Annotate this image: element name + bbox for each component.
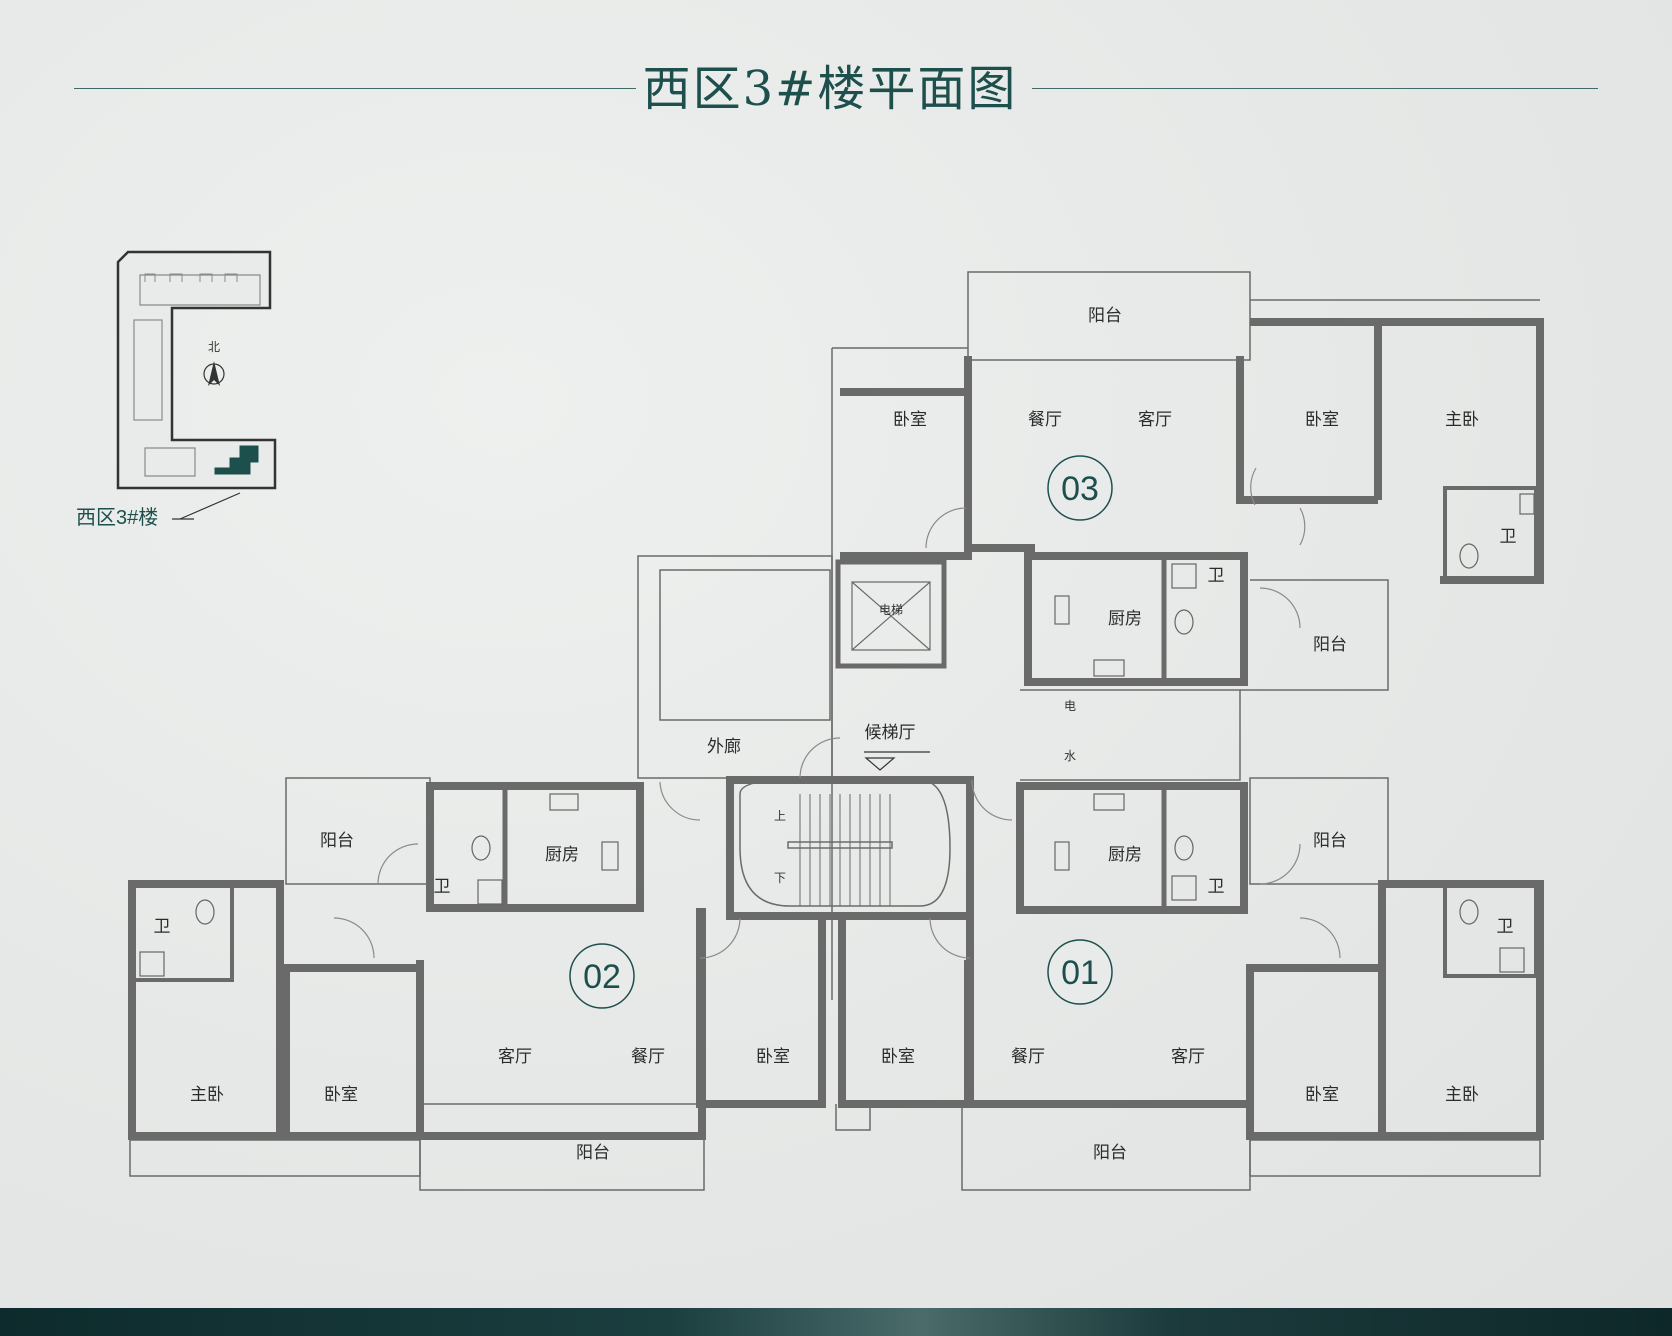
elevator-hall-label: 候梯厅: [865, 723, 916, 742]
unit02-balcony-label: 阳台: [320, 831, 354, 850]
stair-up-label: 上: [774, 809, 786, 823]
unit02-bathroom2-label: 卫: [154, 917, 171, 936]
stair-down-label: 下: [774, 871, 786, 885]
unit02-bathroom-label: 卫: [434, 877, 451, 896]
unit03-balcony2-label: 阳台: [1313, 635, 1347, 654]
unit03-living-label: 客厅: [1138, 410, 1172, 429]
page-title: 西区3#楼平面图: [642, 61, 1018, 117]
unit03-dining-label: 餐厅: [1028, 410, 1062, 429]
sink-icon: [139, 493, 1535, 977]
bottom-band: [0, 1308, 1672, 1336]
site-building-label: 西区3#楼: [76, 506, 158, 529]
walls: [128, 271, 1544, 1191]
unit-03-badge: 03: [1061, 470, 1099, 508]
unit01-balcony-label: 阳台: [1313, 831, 1347, 850]
unit01-bedroom2-label: 卧室: [1305, 1085, 1339, 1104]
elevator-label: 电梯: [879, 603, 903, 617]
site-plan: 北 西区3#楼: [76, 250, 277, 529]
toilet-icon: [195, 543, 1479, 925]
unit02-bedroom2-label: 卧室: [756, 1047, 790, 1066]
unit02-living-label: 客厅: [498, 1047, 532, 1066]
unit01-living-label: 客厅: [1171, 1047, 1205, 1066]
door-swings: [333, 467, 1341, 959]
unit01-balcony2-label: 阳台: [1093, 1143, 1127, 1162]
title-rule-right: [1032, 88, 1598, 89]
unit01-dining-label: 餐厅: [1011, 1047, 1045, 1066]
unit-badges: 03 02 01: [569, 455, 1113, 1009]
north-arrow-icon: [203, 361, 225, 386]
unit03-bedroom-label: 卧室: [893, 410, 927, 429]
unit01-bathroom-label: 卫: [1208, 877, 1225, 896]
unit-02-badge: 02: [583, 958, 621, 996]
unit-01-badge: 01: [1061, 954, 1099, 992]
unit03-kitchen-label: 厨房: [1108, 609, 1142, 628]
water-shaft-label: 水: [1064, 749, 1076, 763]
unit01-master-bedroom-label: 主卧: [1445, 1085, 1479, 1104]
unit02-dining-label: 餐厅: [631, 1047, 665, 1066]
north-label: 北: [208, 340, 220, 354]
unit02-bedroom-label: 卧室: [324, 1085, 358, 1104]
unit03-balcony-label: 阳台: [1088, 306, 1122, 325]
unit03-bathroom2-label: 卫: [1500, 527, 1517, 546]
unit02-master-bedroom-label: 主卧: [190, 1085, 224, 1104]
room-labels: 阳台 卧室 餐厅 客厅 卧室 主卧 厨房 卫 卫 阳台 外廊 候梯厅 电梯 上 …: [154, 306, 1517, 1162]
unit03-master-bedroom-label: 主卧: [1445, 410, 1479, 429]
stove-icon: [549, 595, 1125, 871]
unit03-bedroom2-label: 卧室: [1305, 410, 1339, 429]
corridor-label: 外廊: [707, 737, 741, 756]
unit03-bathroom-label: 卫: [1208, 566, 1225, 585]
unit01-bathroom2-label: 卫: [1497, 917, 1514, 936]
title-rule-left: [74, 88, 636, 89]
unit01-kitchen-label: 厨房: [1108, 845, 1142, 864]
unit02-balcony2-label: 阳台: [576, 1143, 610, 1162]
unit01-bedroom-label: 卧室: [881, 1047, 915, 1066]
electric-shaft-label: 电: [1064, 699, 1076, 713]
entry-arrow-icon: [864, 751, 930, 771]
unit02-kitchen-label: 厨房: [545, 845, 579, 864]
